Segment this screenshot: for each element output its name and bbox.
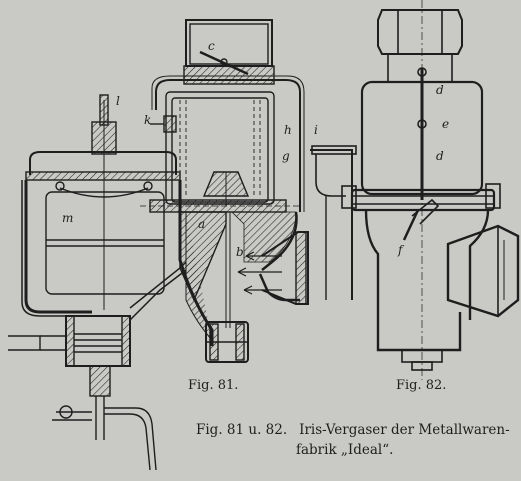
- caption-line-2: fabrik „Ideal“.: [296, 442, 394, 458]
- label-d-bottom: d: [436, 149, 444, 163]
- label-f: f: [397, 243, 405, 257]
- label-b: b: [236, 245, 244, 259]
- label-e: e: [442, 117, 449, 131]
- label-k: k: [144, 113, 151, 127]
- caption-figref: Fig. 81 u. 82.: [196, 422, 288, 438]
- fig82-label: Fig. 82.: [396, 378, 446, 393]
- label-a: a: [198, 217, 205, 231]
- carburettor-exterior: [310, 0, 520, 380]
- caption-title: Iris-Vergaser der Metallwaren-: [299, 422, 510, 438]
- caption-line-1: Fig. 81 u. 82. Iris-Vergaser der Metallwa…: [196, 420, 516, 440]
- label-h: h: [284, 123, 292, 137]
- float-chamber: [8, 94, 182, 471]
- label-m: m: [62, 211, 73, 225]
- carburettor-body: [129, 19, 309, 363]
- label-g: g: [282, 149, 290, 163]
- caption: Fig. 81 u. 82. Iris-Vergaser der Metallwa…: [196, 420, 516, 460]
- label-c: c: [208, 39, 215, 53]
- label-d-top: d: [436, 83, 444, 97]
- fig81-label: Fig. 81.: [188, 378, 238, 393]
- label-l: l: [116, 94, 120, 108]
- label-i: i: [314, 123, 318, 137]
